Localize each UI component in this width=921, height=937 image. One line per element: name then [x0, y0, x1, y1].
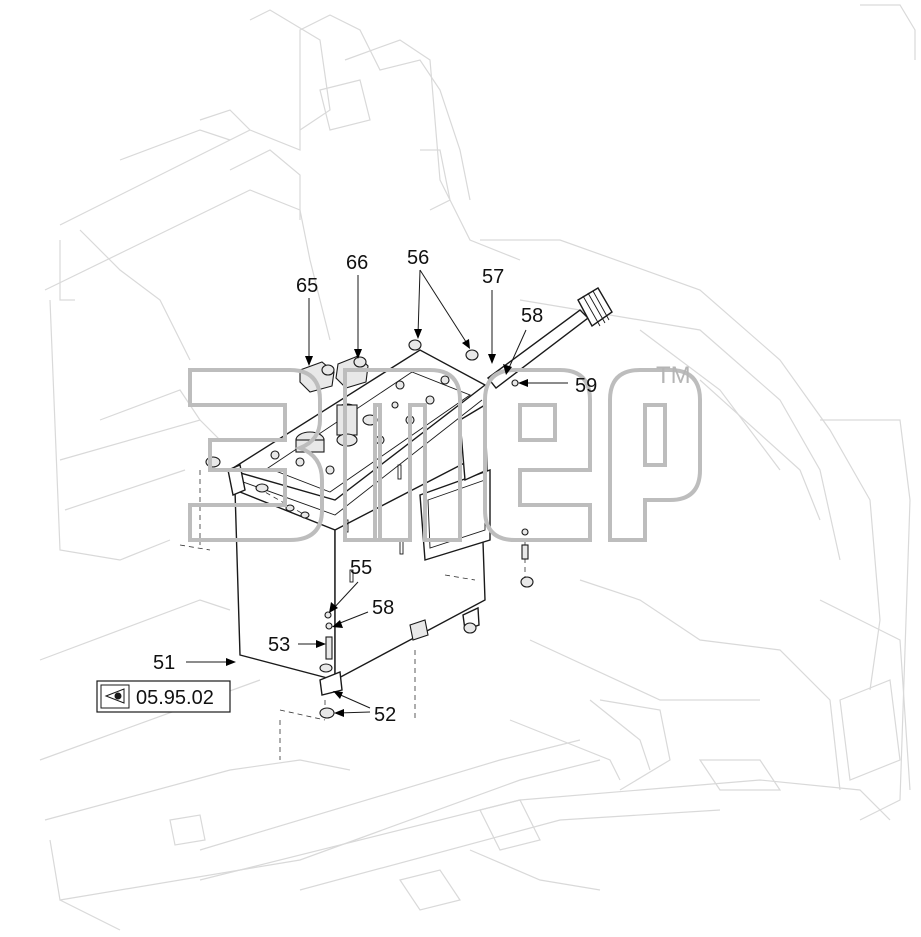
- callout-58-top: 58: [521, 305, 543, 327]
- callout-53: 53: [268, 634, 290, 656]
- callout-52: 52: [374, 704, 396, 726]
- callouts: 65 66 56 57 58 59 55 58 53 51 52: [153, 247, 597, 726]
- washer-58: [325, 622, 333, 630]
- callout-58-bottom: 58: [372, 597, 394, 619]
- leader-lines: [186, 269, 568, 717]
- reference-label: 05.95.02: [136, 687, 214, 709]
- callout-55: 55: [350, 557, 372, 579]
- callout-57: 57: [482, 266, 504, 288]
- breather-cap: [577, 287, 613, 328]
- nut-55: [324, 611, 332, 619]
- watermark-logo: TM: [188, 362, 702, 542]
- rubber-mount-52: [319, 707, 335, 719]
- callout-56: 56: [407, 247, 429, 269]
- bushing-56b: [465, 349, 479, 361]
- bushing-56a: [408, 339, 422, 351]
- callout-65: 65: [296, 275, 318, 297]
- bolt-53: [325, 636, 333, 660]
- reference-box[interactable]: 05.95.02: [96, 680, 231, 713]
- washer-59: [511, 379, 519, 387]
- hydraulic-tank: [179, 349, 526, 760]
- callout-66: 66: [346, 252, 368, 274]
- callout-59: 59: [575, 375, 597, 397]
- eye-reference-icon: [100, 684, 130, 709]
- callout-51: 51: [153, 652, 175, 674]
- trademark-mark: TM: [656, 362, 691, 389]
